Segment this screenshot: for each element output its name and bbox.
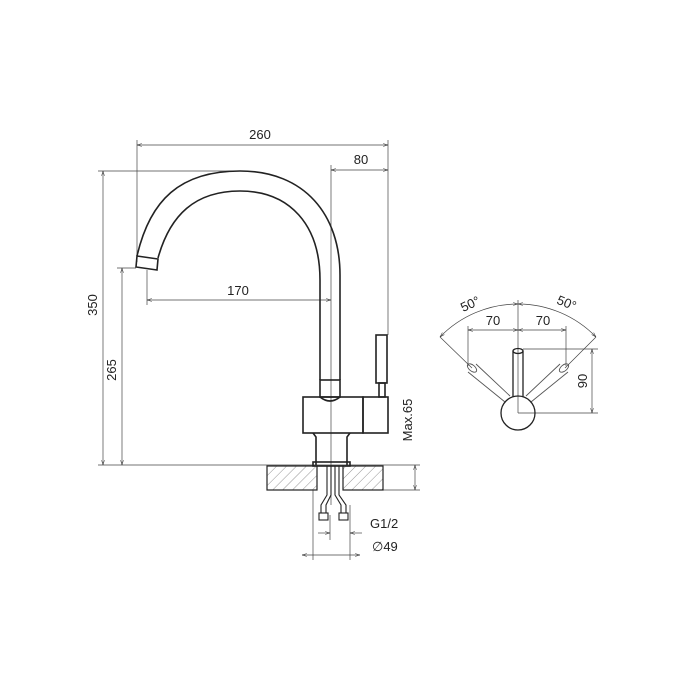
- dimension-lines: [103, 145, 415, 555]
- offset-left-label: 70: [486, 313, 500, 328]
- supply-hoses: [318, 466, 349, 521]
- angle-right-label: 50°: [555, 292, 579, 313]
- extension-lines: [98, 140, 420, 560]
- dim-handle-offset: 80: [354, 152, 368, 167]
- top-view-handle: [466, 347, 570, 431]
- dim-height-total: 350: [85, 294, 100, 316]
- dim-thread: G1/2: [370, 516, 398, 531]
- side-view: 260 80 170 350 265 Max.65 G1/2 ∅49: [85, 127, 420, 560]
- offset-right-label: 70: [536, 313, 550, 328]
- dim-width-total: 260: [249, 127, 271, 142]
- dim-max-counter: Max.65: [400, 399, 415, 442]
- spout: [135, 170, 341, 380]
- dim-hole-diameter: ∅49: [372, 539, 398, 554]
- faucet-body: [302, 334, 389, 467]
- dim-spout-reach: 170: [227, 283, 249, 298]
- top-view-dimensions: [440, 300, 598, 414]
- top-view: 50° 50° 70 70 90: [440, 292, 598, 431]
- handle-length-label: 90: [575, 374, 590, 388]
- lever-handle: [375, 334, 388, 384]
- dim-spout-height: 265: [104, 359, 119, 381]
- countertop-section: [266, 465, 384, 491]
- handle-base-circle: [500, 395, 536, 431]
